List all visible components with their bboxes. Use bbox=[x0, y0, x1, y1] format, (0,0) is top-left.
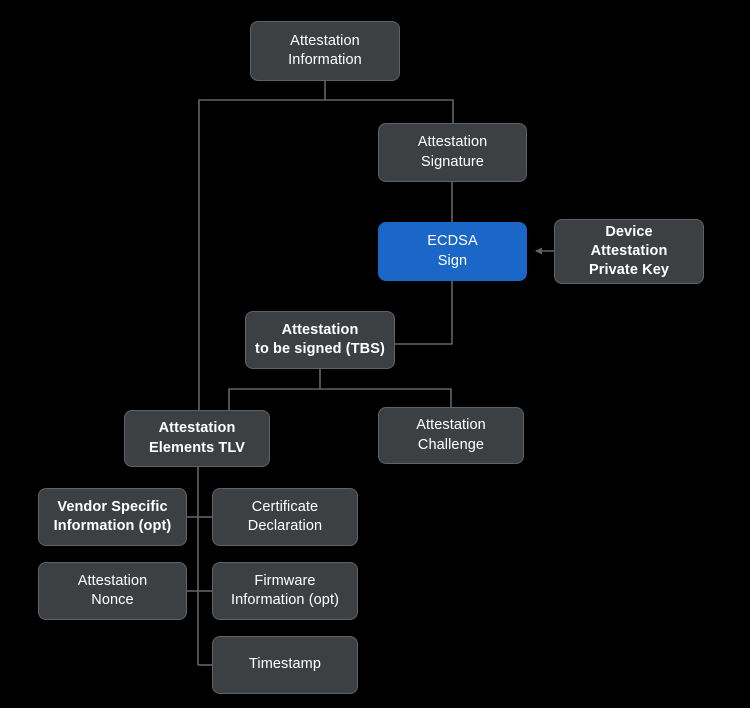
node-label: ECDSA Sign bbox=[427, 233, 478, 269]
node-timestamp[interactable]: Timestamp bbox=[212, 636, 358, 694]
edge-sign-to-tbs bbox=[395, 281, 453, 345]
node-attestation-tbs[interactable]: Attestation to be signed (TBS) bbox=[245, 311, 395, 369]
node-attestation-nonce[interactable]: Attestation Nonce bbox=[38, 562, 187, 620]
node-label: Certificate Declaration bbox=[247, 498, 323, 534]
node-label: Attestation Challenge bbox=[416, 417, 486, 453]
node-firmware-information[interactable]: Firmware Information (opt) bbox=[212, 562, 358, 620]
node-label: Attestation Elements TLV bbox=[148, 420, 245, 456]
node-attestation-signature[interactable]: Attestation Signature bbox=[378, 123, 527, 182]
node-label: Device Attestation Private Key bbox=[588, 223, 670, 279]
node-label: Firmware Information (opt) bbox=[230, 572, 340, 608]
edge-tbs-to-split bbox=[228, 369, 321, 410]
node-label: Attestation Nonce bbox=[77, 572, 148, 608]
edge-tbs-to-challenge bbox=[320, 388, 452, 407]
node-label: Attestation Signature bbox=[417, 134, 488, 170]
node-label: Timestamp bbox=[248, 656, 322, 673]
node-attestation-challenge[interactable]: Attestation Challenge bbox=[378, 407, 524, 464]
node-attestation-elements-tlv[interactable]: Attestation Elements TLV bbox=[124, 410, 270, 467]
node-ecdsa-sign[interactable]: ECDSA Sign bbox=[378, 222, 527, 281]
node-device-attestation-private-key[interactable]: Device Attestation Private Key bbox=[554, 219, 704, 284]
node-vendor-specific-information[interactable]: Vendor Specific Information (opt) bbox=[38, 488, 187, 546]
node-certificate-declaration[interactable]: Certificate Declaration bbox=[212, 488, 358, 546]
node-label: Vendor Specific Information (opt) bbox=[53, 498, 172, 534]
edge-info-to-signature bbox=[325, 99, 454, 123]
node-label: Attestation to be signed (TBS) bbox=[255, 321, 385, 357]
node-label: Attestation Information bbox=[288, 32, 362, 68]
node-attestation-information[interactable]: Attestation Information bbox=[250, 21, 400, 81]
